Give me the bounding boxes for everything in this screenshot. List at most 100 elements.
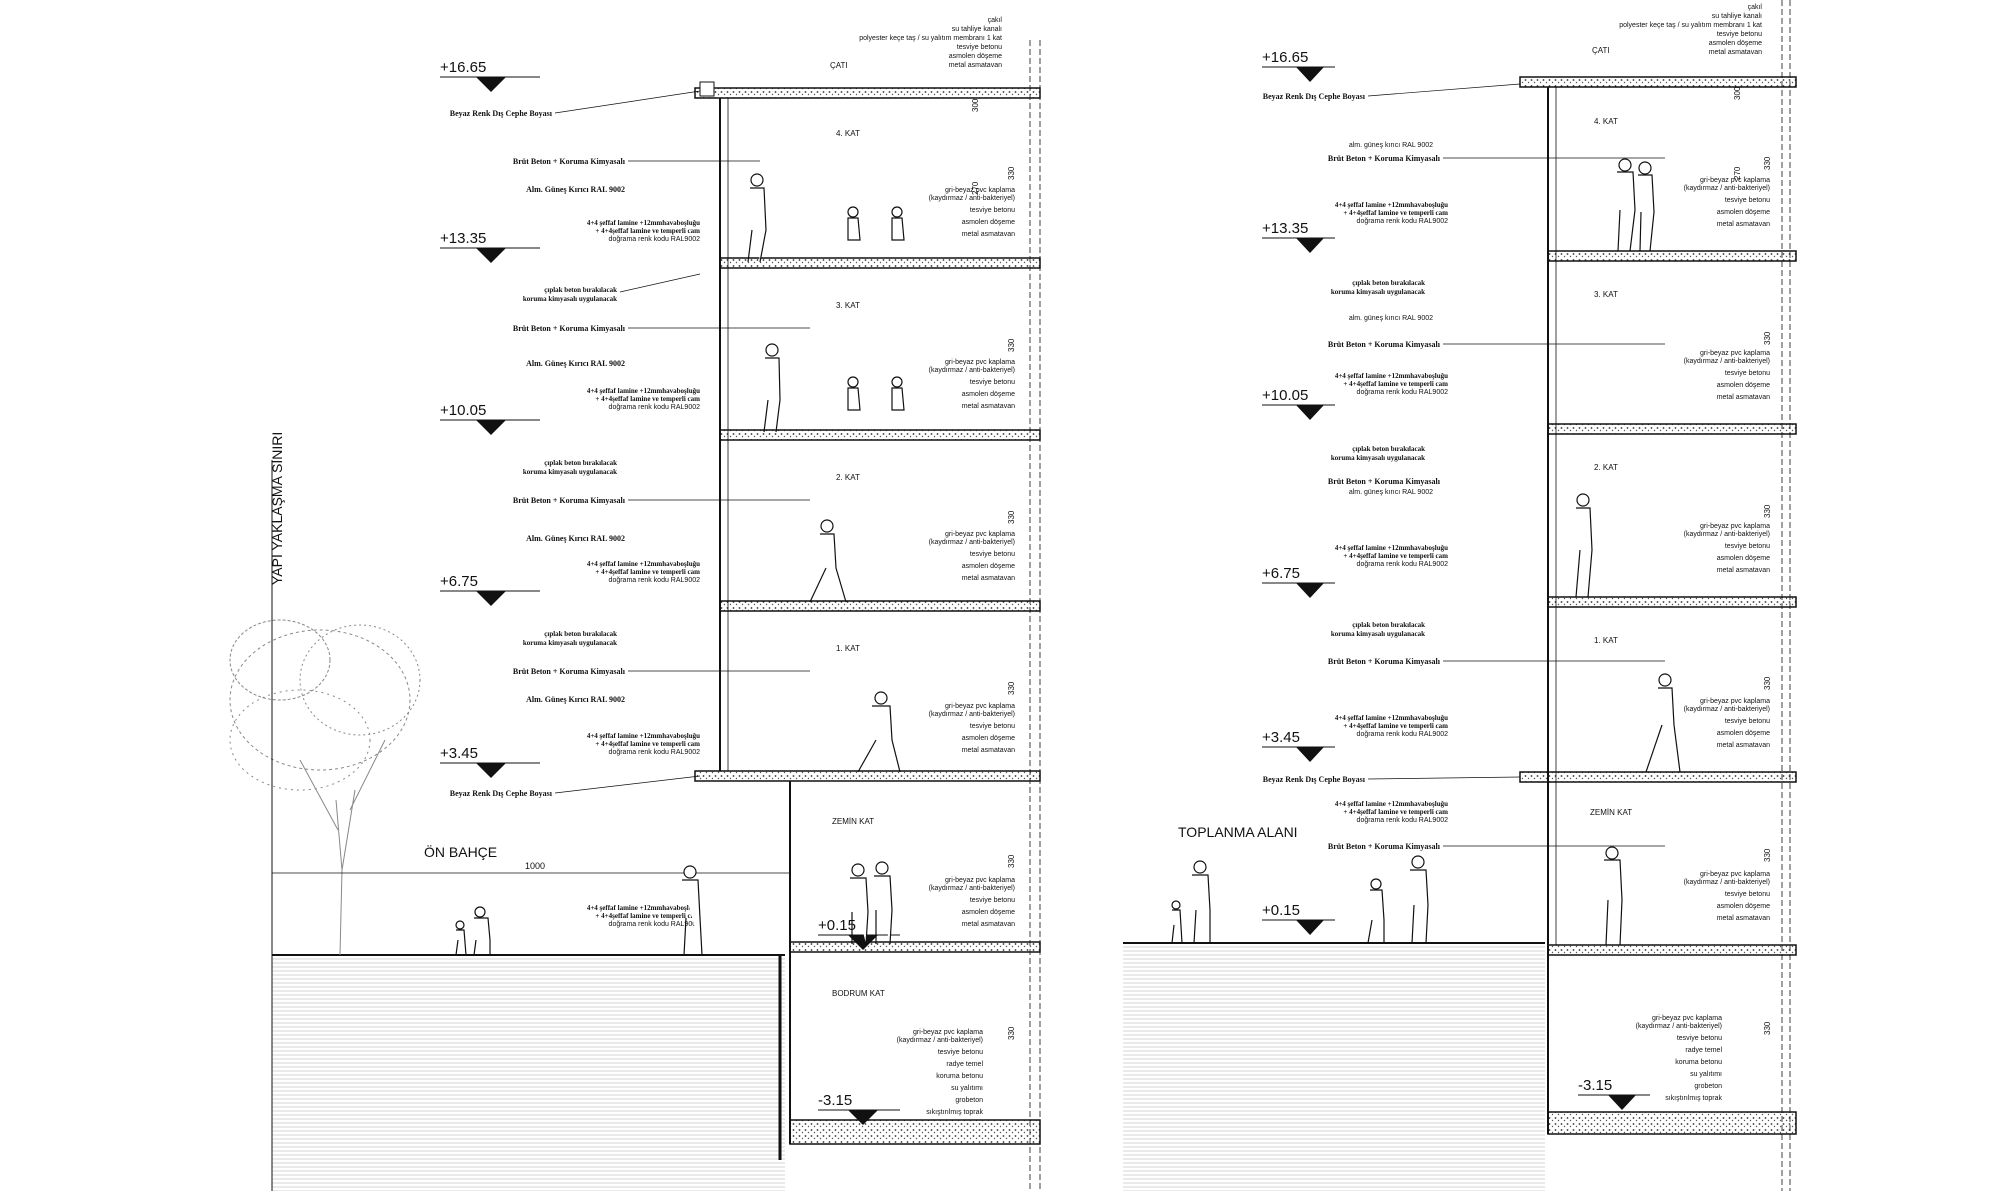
annotation: Beyaz Renk Dış Cephe Boyası	[1263, 92, 1366, 101]
layer-label: gri-beyaz pvc kaplama	[945, 187, 1015, 194]
annotation: 4+4 şeffaf lamine +12mmhavaboşluğu	[1335, 800, 1448, 808]
layer-label: gri-beyaz pvc kaplama	[945, 703, 1015, 710]
layer-label: gri-beyaz pvc kaplama	[945, 359, 1015, 366]
annotation: doğrama renk kodu RAL9002	[1357, 731, 1449, 738]
roof-slab	[1519, 76, 1797, 88]
level-label: +3.45	[440, 745, 478, 762]
layer-label: tesviye betonu	[970, 551, 1015, 558]
layer-label: (kaydırmaz / anti-bakteriyel)	[929, 195, 1015, 202]
layer-label: su tahliye kanalı	[952, 26, 1002, 33]
dimension-label: 330	[1763, 1021, 1772, 1035]
dimension-label: 330	[1007, 166, 1016, 180]
layer-label: polyester keçe taş / su yalıtım membranı…	[859, 35, 1002, 42]
person-figure	[891, 376, 905, 411]
layer-label: tesviye betonu	[1677, 1035, 1722, 1042]
annotation: + 4+4şeffaf lamine ve temperli cam	[595, 227, 700, 235]
left-dimensions: 300 330 270 330 330 330 330 330	[971, 98, 1016, 1040]
floor-name: 2. KAT	[836, 473, 860, 482]
dimension-label: 330	[1007, 338, 1016, 352]
person-figure	[1575, 493, 1593, 598]
annotation: 4+4 şeffaf lamine +12mmhavaboşluğu	[587, 560, 700, 568]
floor-name: 3. KAT	[1594, 290, 1618, 299]
layer-label: metal asmatavan	[1717, 567, 1770, 574]
layer-label: grobeton	[1694, 1083, 1722, 1090]
annotation: çıplak beton bırakılacak	[1352, 621, 1425, 629]
right-roof-layers: çakıl su tahliye kanalı polyester keçe t…	[1619, 4, 1762, 56]
layer-label: su tahliye kanalı	[1712, 13, 1762, 20]
layer-label: asmolen döşeme	[949, 53, 1002, 60]
annotation: Brüt Beton + Koruma Kimyasalı	[1328, 842, 1441, 851]
person-figure	[1645, 673, 1681, 773]
person-figure	[874, 861, 893, 945]
annotation: alm. güneş kırıcı RAL 9002	[1349, 489, 1433, 496]
dimension-label: 330	[1007, 681, 1016, 695]
layer-label: metal asmatavan	[962, 575, 1015, 582]
annotation: koruma kimyasalı uygulanacak	[1331, 630, 1425, 638]
layer-label: (kaydırmaz / anti-bakteriyel)	[1684, 706, 1770, 713]
layer-label: asmolen döşeme	[1717, 730, 1770, 737]
annotation: Brüt Beton + Koruma Kimyasalı	[513, 496, 626, 505]
level-marker: +3.45	[1262, 729, 1335, 762]
annotation: Brüt Beton + Koruma Kimyasalı	[513, 667, 626, 676]
level-label: +0.15	[818, 917, 856, 934]
layer-label: (kaydırmaz / anti-bakteriyel)	[1684, 531, 1770, 538]
layer-label: metal asmatavan	[1709, 49, 1762, 56]
annotation: koruma kimyasalı uygulanacak	[523, 468, 617, 476]
annotation: + 4+4şeffaf lamine ve temperli cam	[1343, 209, 1448, 217]
layer-label: gri-beyaz pvc kaplama	[1700, 698, 1770, 705]
level-marker: +0.15	[1262, 902, 1335, 935]
people-figures	[455, 173, 905, 956]
layer-label: gri-beyaz pvc kaplama	[1652, 1015, 1722, 1022]
layer-label: tesviye betonu	[970, 723, 1015, 730]
floor-name: 3. KAT	[836, 301, 860, 310]
annotation: çıplak beton bırakılacak	[544, 286, 617, 294]
floor-layer-group: gri-beyaz pvc kaplama (kaydırmaz / anti-…	[929, 359, 1015, 410]
layer-label: tesviye betonu	[970, 897, 1015, 904]
level-label: -3.15	[818, 1092, 852, 1109]
layer-label: (kaydırmaz / anti-bakteriyel)	[1636, 1023, 1722, 1030]
layer-label: metal asmatavan	[1717, 915, 1770, 922]
annotation: doğrama renk kodu RAL9002	[609, 577, 701, 584]
left-basement-layers: gri-beyaz pvc kaplama (kaydırmaz / anti-…	[897, 1029, 984, 1116]
layer-label: su yalıtımı	[951, 1085, 983, 1092]
level-label: +0.15	[1262, 902, 1300, 919]
slab-3	[719, 429, 1041, 441]
level-marker: +13.35	[440, 230, 540, 263]
layer-label: (kaydırmaz / anti-bakteriyel)	[929, 885, 1015, 892]
left-floor-names: ÇATI 4. KAT 3. KAT 2. KAT 1. KAT ZEMİN K…	[830, 61, 885, 998]
annotation: 4+4 şeffaf lamine +12mmhavaboşluğu	[587, 732, 700, 740]
layer-label: asmolen döşeme	[962, 391, 1015, 398]
level-label: +10.05	[1262, 387, 1308, 404]
level-label: +13.35	[1262, 220, 1308, 237]
slab-4	[719, 257, 1041, 269]
floor-layer-group: gri-beyaz pvc kaplama (kaydırmaz / anti-…	[929, 187, 1015, 238]
layer-label: asmolen döşeme	[1717, 903, 1770, 910]
people-figures	[1171, 158, 1681, 946]
roof-slab	[694, 87, 1041, 99]
layer-label: su yalıtımı	[1690, 1071, 1722, 1078]
annotation: + 4+4şeffaf lamine ve temperli cam	[595, 395, 700, 403]
parapet	[699, 81, 715, 97]
layer-label: gri-beyaz pvc kaplama	[1700, 177, 1770, 184]
level-marker: +6.75	[1262, 565, 1335, 598]
annotation: doğrama renk kodu RAL9002	[609, 921, 701, 928]
dimension-label: 330	[1763, 156, 1772, 170]
dimension-label: 330	[1763, 848, 1772, 862]
layer-label: tesviye betonu	[1717, 31, 1762, 38]
layer-label: metal asmatavan	[962, 921, 1015, 928]
annotation: Alm. Güneş Kırıcı RAL 9002	[526, 185, 625, 194]
person-figure	[847, 206, 861, 241]
layer-label: (kaydırmaz / anti-bakteriyel)	[929, 711, 1015, 718]
person-figure	[850, 863, 869, 945]
level-marker: +0.15	[818, 917, 900, 950]
annotation: Brüt Beton + Koruma Kimyasalı	[1328, 154, 1441, 163]
annotation: 4+4 şeffaf lamine +12mmhavaboşluğu	[1335, 201, 1448, 209]
dimension-label: 330	[1763, 331, 1772, 345]
annotation: çıplak beton bırakılacak	[544, 630, 617, 638]
right-level-markers: +16.65 +13.35 +10.05 +6.75 +3.45	[1262, 49, 1650, 1110]
dimension-label: 330	[1007, 1026, 1016, 1040]
layer-label: gri-beyaz pvc kaplama	[1700, 350, 1770, 357]
slab-2	[719, 600, 1041, 612]
person-figure	[473, 906, 491, 956]
